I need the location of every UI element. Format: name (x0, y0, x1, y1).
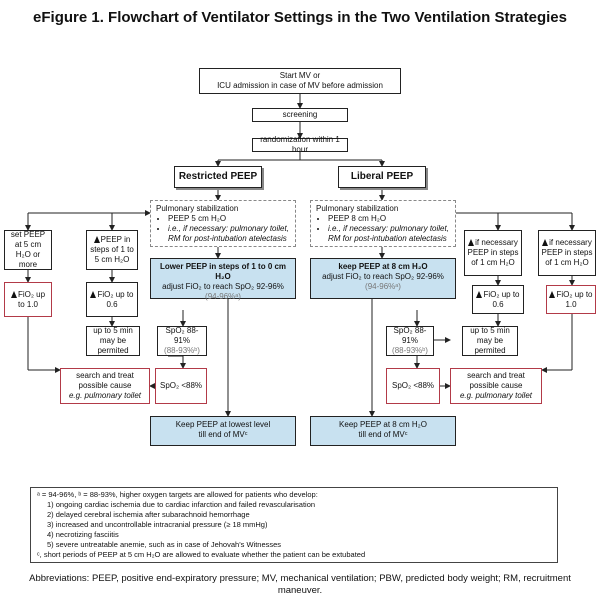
left-fio2-10-label: FiO₂ up to 1.0 (17, 289, 46, 309)
footnote-item-1: 1) ongoing cardiac ischemia due to cardi… (47, 500, 316, 509)
left-search-line1: search and treat (76, 371, 134, 380)
liberal-target-head: keep PEEP at 8 cm H₂O (338, 262, 428, 271)
arrow-up-icon (542, 239, 549, 246)
right-if-nec-a-text: if necessary PEEP in steps of 1 cm H₂O (467, 238, 519, 268)
left-peep-steps-box: PEEP in steps of 1 to 5 cm H₂O (86, 230, 138, 270)
right-search-line2: possible cause (469, 381, 523, 390)
liberal-peep-box: Liberal PEEP (338, 166, 426, 188)
arrow-up-icon (90, 290, 97, 298)
liberal-keep-line2: till end of MVᶜ (358, 430, 408, 439)
liberal-stab-item1: PEEP 8 cm H₂O (328, 214, 450, 224)
left-spo2-lt88-box: SpO₂ <88% (155, 368, 207, 404)
liberal-stab-list: PEEP 8 cm H₂O i.e., if necessary: pulmon… (316, 214, 450, 244)
left-spo2-88-91: SpO₂ 88-91% (165, 326, 199, 345)
restricted-stabilization-box: Pulmonary stabilization PEEP 5 cm H₂O i.… (150, 200, 296, 247)
left-set-peep-box: set PEEP at 5 cm H₂O or more (4, 230, 52, 270)
abbreviations-text: Abbreviations: PEEP, positive end-expira… (29, 573, 571, 596)
restricted-keep-line1: Keep PEEP at lowest level (175, 420, 271, 429)
left-fio2-10-box: FiO₂ up to 1.0 (4, 282, 52, 317)
liberal-stab-item2-prefix: i.e., if necessary: pulmonary toilet, (328, 224, 449, 233)
right-spo2-88-91-box: SpO₂ 88-91% (88-93%ᵇ) (386, 326, 434, 356)
arrow-up-icon (468, 239, 475, 246)
start-box: Start MV or ICU admission in case of MV … (199, 68, 401, 94)
right-search-box: search and treat possible cause e.g. pul… (450, 368, 542, 404)
right-spo2-lt88-box: SpO₂ <88% (386, 368, 440, 404)
restricted-target-head: Lower PEEP in steps of 1 to 0 cm H₂O (159, 262, 287, 281)
restricted-keep-box: Keep PEEP at lowest level till end of MV… (150, 416, 296, 446)
arrow-up-icon (476, 290, 483, 298)
liberal-stab-item2: i.e., if necessary: pulmonary toilet, RM… (328, 224, 450, 244)
right-search-line3: e.g. pulmonary toilet (459, 391, 533, 400)
right-if-nec-a-label: if necessary PEEP in steps of 1 cm H₂O (467, 238, 519, 267)
restricted-target-line2: adjust FiO₂ to reach SpO₂ 92-96% (162, 282, 284, 291)
right-if-nec-b-text: if necessary PEEP in steps of 1 cm H₂O (541, 238, 593, 268)
start-line1: Start MV or (279, 71, 321, 80)
right-up-to-5-box: up to 5 min may be permited (462, 326, 518, 356)
right-spo2-88-91: SpO₂ 88-91% (393, 326, 427, 345)
footnote-item-4: 4) necrotizing fasciitis (47, 530, 119, 539)
right-fio2-10-text: FiO₂ up to 1.0 (549, 290, 593, 310)
restricted-stab-item2: i.e., if necessary: pulmonary toilet, RM… (168, 224, 290, 244)
start-line2: ICU admission in case of MV before admis… (217, 81, 383, 90)
liberal-stab-title: Pulmonary stabilization (316, 204, 399, 213)
liberal-keep-line1: Keep PEEP at 8 cm H₂O (339, 420, 427, 429)
left-search-line2: possible cause (78, 381, 132, 390)
footnote-item-3: 3) increased and uncontrollable intracra… (47, 520, 268, 529)
left-peep-steps-text: PEEP in steps of 1 to 5 cm H₂O (89, 235, 135, 265)
footnote-item-2: 2) delayed cerebral ischemia after subar… (47, 510, 250, 519)
arrow-up-icon (93, 236, 100, 243)
right-if-nec-b-label: if necessary PEEP in steps of 1 cm H₂O (541, 238, 593, 267)
left-spo2-88-93: (88-93%ᵇ) (164, 346, 200, 355)
right-fio2-06-label: FiO₂ up to 0.6 (483, 289, 520, 309)
randomization-box: randomization within 1 hour (252, 135, 348, 154)
restricted-target-line3: (94-96%ᵃ) (205, 292, 241, 301)
liberal-target-box: keep PEEP at 8 cm H₂O adjust FiO₂ to rea… (310, 258, 456, 299)
left-fio2-10-text: FiO₂ up to 1.0 (7, 290, 49, 310)
left-fio2-06-box: FiO₂ up to 0.6 (86, 282, 138, 317)
arrow-up-icon (549, 290, 556, 298)
right-search-line1: search and treat (467, 371, 525, 380)
left-up-to-5-box: up to 5 min may be permited (86, 326, 140, 356)
left-search-line3: e.g. pulmonary toilet (68, 391, 142, 400)
liberal-stab-item2-suffix: RM for post-intubation atelectasis (328, 234, 447, 243)
left-search-box: search and treat possible cause e.g. pul… (60, 368, 150, 404)
restricted-keep-line2: till end of MVᶜ (198, 430, 248, 439)
arrow-up-icon (10, 290, 17, 298)
right-fio2-10-label: FiO₂ up to 1.0 (556, 289, 593, 309)
left-spo2-88-91-box: SpO₂ 88-91% (88-93%ᵇ) (157, 326, 207, 356)
restricted-stab-item2-suffix: RM for post-intubation atelectasis (168, 234, 287, 243)
restricted-target-box: Lower PEEP in steps of 1 to 0 cm H₂O adj… (150, 258, 296, 301)
page-title: eFigure 1. Flowchart of Ventilator Setti… (33, 9, 567, 26)
right-fio2-06-text: FiO₂ up to 0.6 (475, 290, 521, 310)
footnote-box: ᵃ = 94-96%, ᵇ = 88-93%, higher oxygen ta… (30, 487, 558, 563)
left-fio2-06-text: FiO₂ up to 0.6 (89, 290, 135, 310)
right-fio2-10-box: FiO₂ up to 1.0 (546, 285, 596, 314)
footnote-item-5: 5) severe untreatable anemie, such as in… (47, 540, 282, 549)
right-if-nec-b-box: if necessary PEEP in steps of 1 cm H₂O (538, 230, 596, 276)
liberal-target-line2: adjust FiO₂ to reach SpO₂ 92-96% (322, 272, 444, 281)
restricted-peep-box: Restricted PEEP (174, 166, 262, 188)
screening-box: screening (252, 108, 348, 122)
restricted-stab-item2-prefix: i.e., if necessary: pulmonary toilet, (168, 224, 289, 233)
liberal-stabilization-box: Pulmonary stabilization PEEP 8 cm H₂O i.… (310, 200, 456, 247)
footnote-line-c: ᶜ, short periods of PEEP at 5 cm H₂O are… (37, 550, 366, 559)
footnote-line1: ᵃ = 94-96%, ᵇ = 88-93%, higher oxygen ta… (37, 490, 318, 499)
restricted-stab-title: Pulmonary stabilization (156, 204, 239, 213)
liberal-keep-box: Keep PEEP at 8 cm H₂O till end of MVᶜ (310, 416, 456, 446)
right-if-nec-a-box: if necessary PEEP in steps of 1 cm H₂O (464, 230, 522, 276)
restricted-stab-item1: PEEP 5 cm H₂O (168, 214, 290, 224)
restricted-stab-list: PEEP 5 cm H₂O i.e., if necessary: pulmon… (156, 214, 290, 244)
left-fio2-06-label: FiO₂ up to 0.6 (97, 289, 134, 309)
liberal-target-line3: (94-96%ᵃ) (365, 282, 401, 291)
left-peep-steps-label: PEEP in steps of 1 to 5 cm H₂O (90, 235, 134, 264)
right-fio2-06-box: FiO₂ up to 0.6 (472, 285, 524, 314)
right-spo2-88-93: (88-93%ᵇ) (392, 346, 428, 355)
